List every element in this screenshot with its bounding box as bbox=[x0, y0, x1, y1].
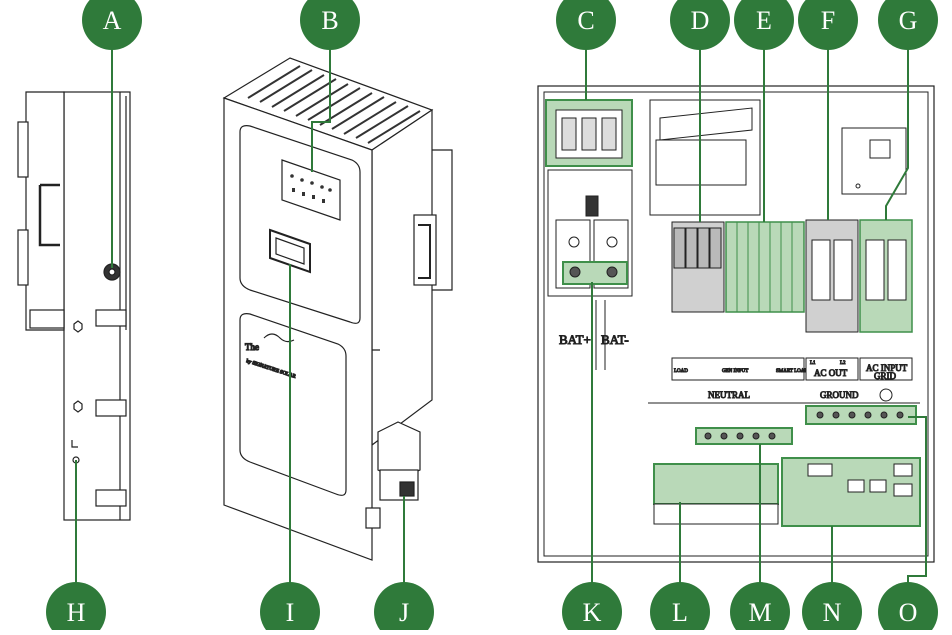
svg-text:M: M bbox=[748, 598, 771, 627]
ac-input-label: AC INPUT bbox=[866, 363, 908, 373]
bat-positive-label: BAT+ bbox=[559, 332, 591, 347]
grid-label: GRID bbox=[874, 371, 896, 381]
leader-lines bbox=[75, 38, 927, 592]
neutral-label: NEUTRAL bbox=[708, 390, 750, 400]
ground-label: GROUND bbox=[820, 390, 859, 400]
ground-bar bbox=[805, 405, 917, 425]
callout-d: D bbox=[670, 0, 730, 50]
callout-j: J bbox=[374, 582, 434, 635]
callout-a: A bbox=[82, 0, 142, 50]
svg-text:G: G bbox=[899, 6, 918, 35]
callout-c: C bbox=[556, 0, 616, 50]
svg-text:E: E bbox=[756, 6, 772, 35]
smart-load-label: SMART LOAD bbox=[776, 369, 808, 374]
load-label: LOAD bbox=[674, 369, 688, 374]
callout-m: M bbox=[730, 582, 790, 635]
svg-text:F: F bbox=[821, 6, 835, 35]
internal-panel: BAT+ BAT- LOAD GEN INPUT SMART LOAD L1 bbox=[537, 85, 935, 563]
svg-text:I: I bbox=[286, 598, 295, 627]
gen-input-label: GEN INPUT bbox=[722, 369, 748, 374]
callout-b: B bbox=[300, 0, 360, 50]
svg-text:J: J bbox=[399, 598, 409, 627]
callout-n: N bbox=[802, 582, 862, 635]
svg-text:K: K bbox=[583, 598, 602, 627]
ground-symbol-icon bbox=[879, 388, 893, 402]
callout-k: K bbox=[562, 582, 622, 635]
ac-out-label: AC OUT bbox=[814, 368, 848, 378]
svg-text:D: D bbox=[691, 6, 710, 35]
bat-negative-label: BAT- bbox=[601, 332, 629, 347]
svg-text:C: C bbox=[577, 6, 594, 35]
ac-out-l2-label: L2 bbox=[840, 361, 846, 366]
neutral-bar bbox=[695, 427, 793, 445]
callout-e: E bbox=[734, 0, 794, 50]
brand-logo-text: The bbox=[245, 342, 259, 352]
svg-text:O: O bbox=[899, 598, 918, 627]
svg-text:N: N bbox=[823, 598, 842, 627]
side-view bbox=[17, 91, 131, 521]
callout-l: L bbox=[650, 582, 710, 635]
svg-text:L: L bbox=[672, 598, 688, 627]
svg-text:A: A bbox=[103, 6, 122, 35]
ac-out-l1-label: L1 bbox=[810, 361, 816, 366]
callout-i: I bbox=[260, 582, 320, 635]
callout-f: F bbox=[798, 0, 858, 50]
callout-g: G bbox=[878, 0, 938, 50]
callouts: A B C D E F G H I J K L M N O bbox=[46, 0, 938, 635]
front-view: The by SIGNATURE SOLAR bbox=[222, 57, 453, 561]
callout-h: H bbox=[46, 582, 106, 635]
callout-o: O bbox=[878, 582, 938, 635]
svg-text:H: H bbox=[67, 598, 86, 627]
svg-text:B: B bbox=[321, 6, 338, 35]
